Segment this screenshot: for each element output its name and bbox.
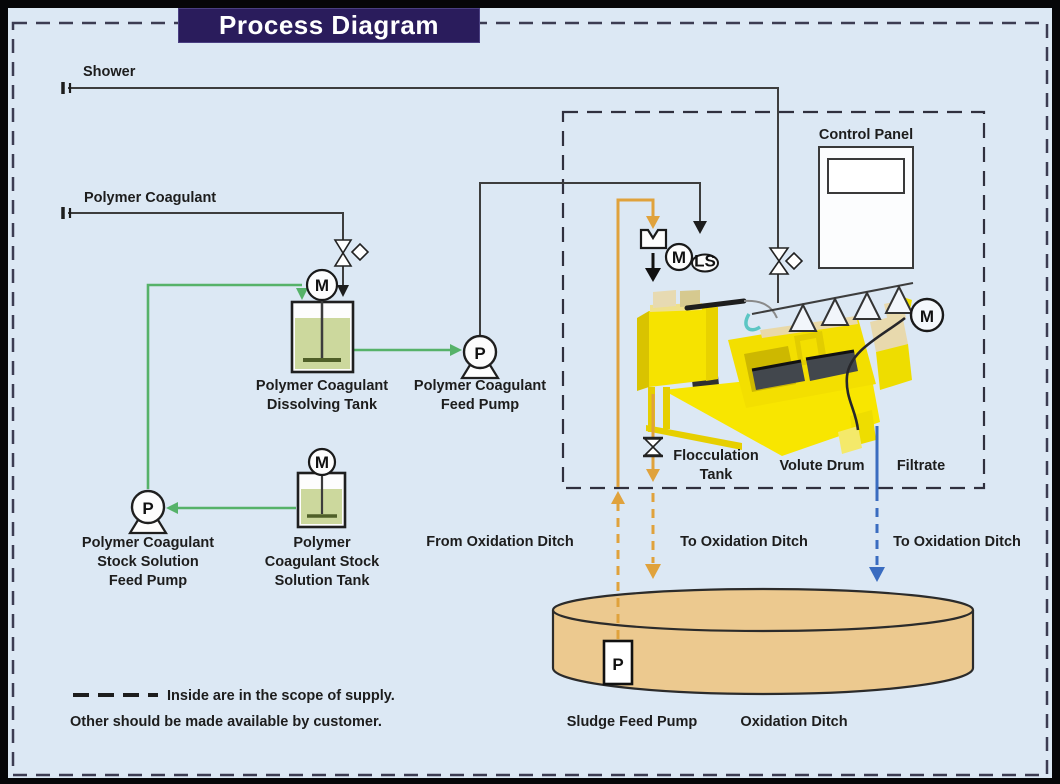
from-oxidation-ditch-label: From Oxidation Ditch xyxy=(426,534,574,550)
dissolving-tank: M xyxy=(290,268,355,374)
legend-line1: Inside are in the scope of supply. xyxy=(167,688,395,704)
hopper-motor: M xyxy=(664,242,694,272)
stock-tank-label: Polymer Coagulant Stock Solution Tank xyxy=(264,535,380,589)
svg-text:M: M xyxy=(920,307,934,326)
polymer-coagulant-label: Polymer Coagulant xyxy=(84,190,217,206)
flocculation-tank-label: Flocculation Tank xyxy=(673,448,759,483)
filtrate-line xyxy=(869,426,885,582)
svg-text:P: P xyxy=(474,344,485,363)
mixer-motor-icon xyxy=(307,447,337,477)
stock-solution-feed-pump: P xyxy=(128,489,168,535)
sludge-feed-pump-box: P xyxy=(602,639,634,686)
control-panel xyxy=(818,146,914,269)
dissolving-tank-label: Polymer Coagulant Dissolving Tank xyxy=(255,378,389,413)
page-title: Process Diagram xyxy=(219,10,439,40)
sludge-feed-pump-label: Sludge Feed Pump xyxy=(566,714,698,730)
spray-nozzle-icon xyxy=(852,290,882,320)
control-panel-screen xyxy=(827,158,905,194)
svg-text:LS: LS xyxy=(694,252,716,271)
spray-nozzle-icon xyxy=(788,302,818,332)
scope-of-supply-boundary xyxy=(561,110,986,490)
oxidation-ditch xyxy=(551,587,975,696)
stock-solution-tank: M xyxy=(296,447,347,529)
screen-slot xyxy=(806,351,858,381)
level-switch: LS xyxy=(691,252,719,273)
spray-nozzle-icon xyxy=(820,296,850,326)
svg-text:P: P xyxy=(612,655,623,674)
drain-valve xyxy=(643,436,663,458)
volute-drum-label: Volute Drum xyxy=(779,458,865,474)
machine-flocculation-tank xyxy=(649,307,718,387)
cable xyxy=(845,316,906,431)
spray-nozzle-icon xyxy=(884,284,914,314)
svg-text:M: M xyxy=(315,453,329,472)
stock-feed-pump-label: Polymer Coagulant Stock Solution Feed Pu… xyxy=(81,535,215,589)
svg-text:M: M xyxy=(672,248,686,267)
oxidation-ditch-label: Oxidation Ditch xyxy=(740,714,848,730)
svg-text:P: P xyxy=(142,499,153,518)
shower-valve xyxy=(768,247,804,275)
shower-line xyxy=(61,82,779,303)
filtrate-label: Filtrate xyxy=(896,458,946,474)
polymer-feed-pump: P xyxy=(460,334,500,380)
svg-text:M: M xyxy=(315,276,329,295)
sensor-rod xyxy=(684,298,747,311)
polymer-dosing-lines xyxy=(146,283,462,514)
polymer-coagulant-line xyxy=(61,207,349,297)
legend-line2: Other should be made available by custom… xyxy=(70,714,382,730)
inlet-hopper xyxy=(639,228,668,282)
sludge-feed-line xyxy=(611,198,660,641)
hose xyxy=(744,313,762,332)
feed-pump-label: Polymer Coagulant Feed Pump xyxy=(413,378,547,413)
outer-border xyxy=(11,21,1049,777)
polymer-feed-line xyxy=(479,182,707,335)
to-oxidation-ditch-label-right: To Oxidation Ditch xyxy=(893,534,1021,550)
title-banner: Process Diagram xyxy=(178,8,480,43)
drive-motor: M xyxy=(909,297,945,333)
spray-bar xyxy=(751,282,914,332)
polymer-valve xyxy=(333,239,370,267)
control-panel-label: Control Panel xyxy=(818,127,914,143)
mixer-motor-icon xyxy=(305,268,339,302)
shower-label: Shower xyxy=(83,64,136,80)
to-oxidation-ditch-label-left: To Oxidation Ditch xyxy=(680,534,808,550)
